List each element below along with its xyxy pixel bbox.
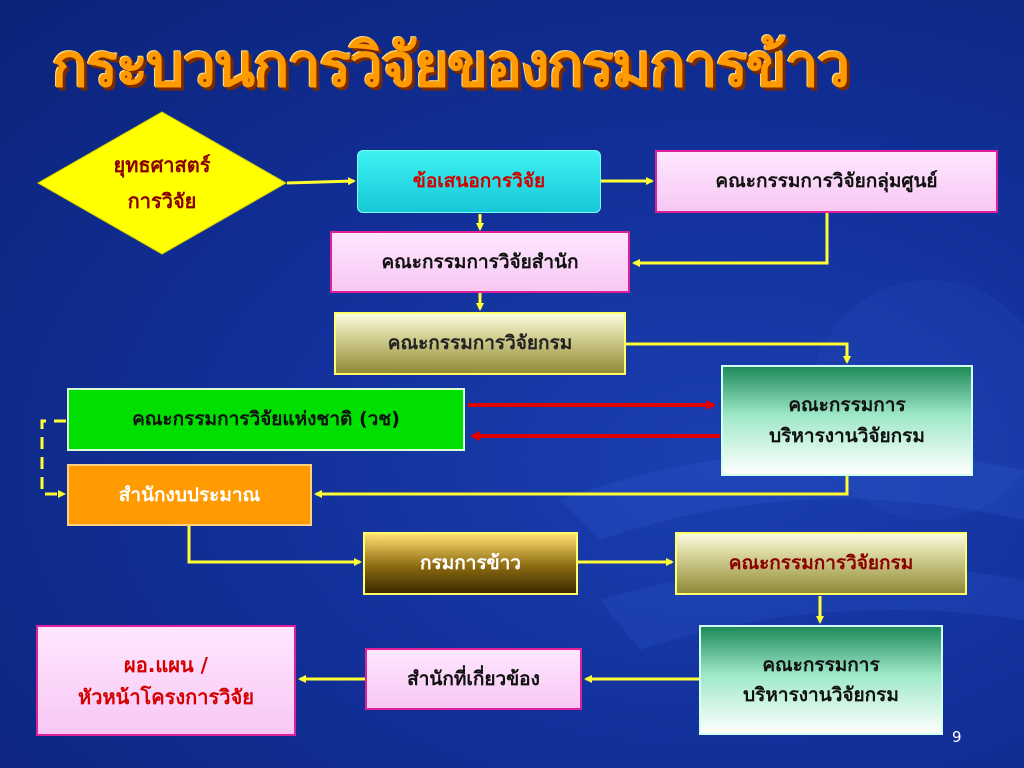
- rice-department-box[interactable]: กรมการข้าว: [363, 532, 578, 595]
- management-committee-2-line2: บริหารงานวิจัยกรม: [743, 684, 899, 706]
- dept-committee-label-1: คณะกรรมการวิจัยกรม: [387, 332, 573, 355]
- arrow-center-to-bureau: [632, 213, 829, 267]
- dept-committee-label-2: คณะกรรมการวิจัยกรม: [728, 552, 914, 575]
- director-box[interactable]: ผอ.แผน / หัวหน้าโครงการวิจัย: [36, 625, 296, 736]
- director-line1: ผอ.แผน /: [124, 652, 208, 677]
- proposal-label: ข้อเสนอการวิจัย: [412, 170, 546, 193]
- director-line2: หัวหน้าโครงการวิจัย: [78, 684, 254, 709]
- dept-committee-box-2[interactable]: คณะกรรมการวิจัยกรม: [675, 532, 967, 595]
- nrct-box[interactable]: คณะกรรมการวิจัยแห่งชาติ (วช): [67, 388, 465, 451]
- page-number: 9: [952, 728, 962, 746]
- center-group-committee-label: คณะกรรมการวิจัยกลุ่มศูนย์: [715, 170, 938, 193]
- dashed-nrct-to-budget: [40, 419, 66, 498]
- strategy-line1: ยุทธศาสตร์: [113, 153, 211, 177]
- arrow-dept-to-management: [626, 342, 851, 364]
- dept-committee-box-1[interactable]: คณะกรรมการวิจัยกรม: [334, 312, 626, 375]
- diamond-shape: [36, 111, 288, 255]
- rice-department-label: กรมการข้าว: [420, 552, 521, 575]
- bureau-committee-box[interactable]: คณะกรรมการวิจัยสำนัก: [330, 231, 630, 293]
- nrct-label: คณะกรรมการวิจัยแห่งชาติ (วช): [132, 408, 400, 431]
- arrow-strategy-to-proposal: [286, 177, 356, 186]
- budget-bureau-box[interactable]: สำนักงบประมาณ: [67, 464, 312, 526]
- page-title: กระบวนการวิจัยของกรมการข้าว: [51, 31, 851, 101]
- management-committee-box-2[interactable]: คณะกรรมการ บริหารงานวิจัยกรม: [699, 625, 943, 735]
- arrow-budget-to-rice: [187, 526, 362, 566]
- bureau-committee-label: คณะกรรมการวิจัยสำนัก: [381, 250, 579, 273]
- related-bureaus-label: สำนักที่เกี่ยวข้อง: [407, 667, 540, 690]
- related-bureaus-box[interactable]: สำนักที่เกี่ยวข้อง: [365, 648, 582, 710]
- center-group-committee-box[interactable]: คณะกรรมการวิจัยกลุ่มศูนย์: [655, 150, 998, 213]
- strategy-diamond[interactable]: ยุทธศาสตร์ การวิจัย: [36, 110, 288, 256]
- management-committee-box-1[interactable]: คณะกรรมการ บริหารงานวิจัยกรม: [721, 365, 973, 476]
- arrow-management-to-budget: [314, 476, 849, 498]
- strategy-line2: การวิจัย: [127, 189, 197, 213]
- management-committee-2-line1: คณะกรรมการ: [762, 653, 880, 676]
- management-committee-1-line1: คณะกรรมการ: [788, 394, 906, 417]
- proposal-box[interactable]: ข้อเสนอการวิจัย: [357, 150, 601, 213]
- budget-bureau-label: สำนักงบประมาณ: [118, 483, 261, 506]
- management-committee-1-line2: บริหารงานวิจัยกรม: [769, 424, 925, 447]
